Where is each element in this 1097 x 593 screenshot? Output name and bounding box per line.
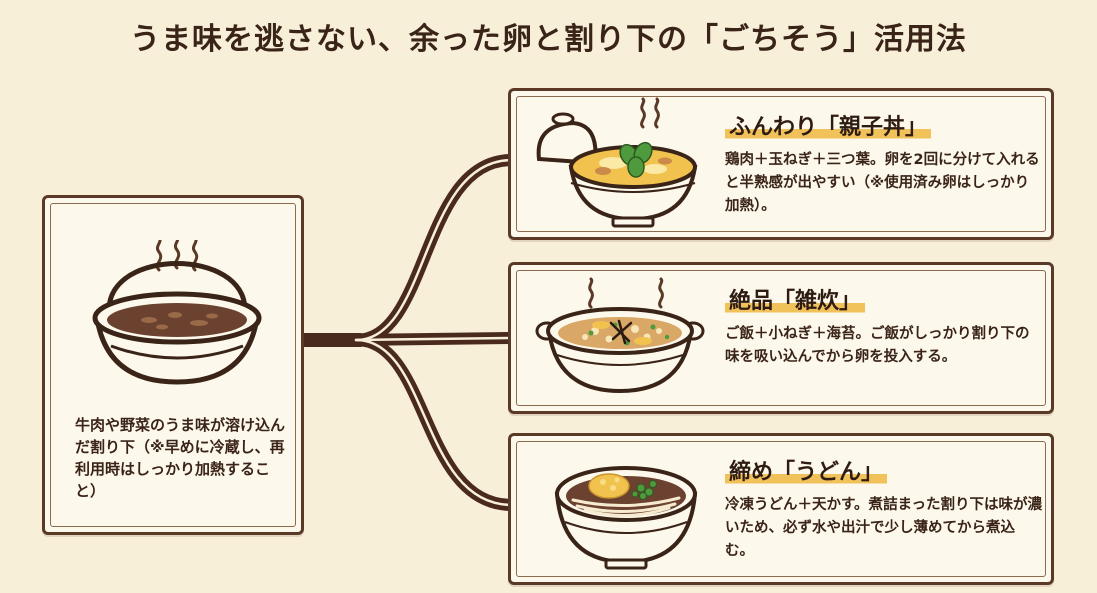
recipe-title: ふんわり「親子丼」 — [725, 109, 932, 141]
zosui-bowl-icon — [535, 277, 705, 394]
page-title: うま味を逃さない、余った卵と割り下の「ごちそう」活用法 — [130, 22, 967, 57]
recipe-title: 絶品「雑炊」 — [725, 283, 866, 315]
recipe-description: 冷凍うどん＋天かす。煮詰まった割り下は味が濃いため、必ず水や出汁で少し薄めてから… — [725, 497, 1042, 559]
recipe-description: ご飯＋小ねぎ＋海苔。ご飯がしっかり割り下の味を吸い込んでから卵を投入する。 — [725, 326, 1030, 365]
recipe-card-udon: 締め「うどん」 冷凍うどん＋天かす。煮詰まった割り下は味が濃いため、必ず水や出汁… — [508, 433, 1054, 585]
udon-bowl-icon — [554, 466, 698, 570]
oyakodon-bowl-icon — [536, 97, 698, 228]
connector-to-oyakodon — [350, 154, 518, 346]
recipe-description: 鶏肉＋玉ねぎ＋三つ葉。卵を2回に分けて入れると半熟感が出やすい（※使用済み卵はし… — [725, 152, 1040, 214]
source-description: 牛肉や野菜のうま味が溶け込んだ割り下（※早めに冷蔵し、再利用時はしっかり加熱する… — [75, 416, 286, 500]
sukiyaki-pot-icon — [92, 240, 262, 385]
connector-to-udon — [350, 334, 518, 511]
recipe-title: 締め「うどん」 — [725, 454, 888, 486]
recipe-card-zosui: 絶品「雑炊」 ご飯＋小ねぎ＋海苔。ご飯がしっかり割り下の味を吸い込んでから卵を投… — [508, 262, 1054, 414]
recipe-card-oyakodon: ふんわり「親子丼」 鶏肉＋玉ねぎ＋三つ葉。卵を2回に分けて入れると半熟感が出やす… — [508, 88, 1054, 240]
source-card: 牛肉や野菜のうま味が溶け込んだ割り下（※早めに冷蔵し、再利用時はしっかり加熱する… — [42, 195, 304, 535]
